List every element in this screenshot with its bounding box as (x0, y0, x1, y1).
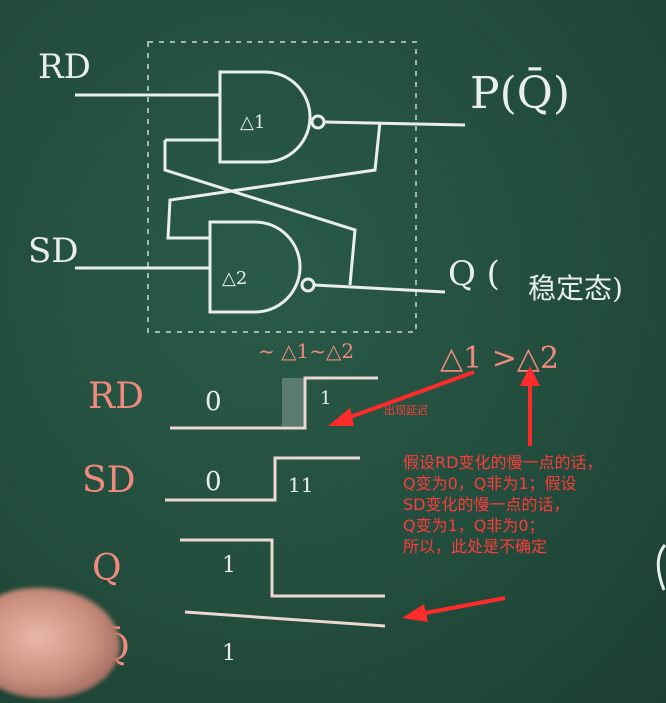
note-line: Q变为1，Q非为0； (403, 516, 545, 535)
timing-sd-before: 0 (205, 467, 222, 497)
nand-gate-1 (218, 70, 312, 164)
timing-q-before: 1 (222, 553, 236, 578)
inverter-bubble-1 (310, 114, 326, 130)
dashed-boundary (147, 41, 417, 333)
explanation-note: 假设RD变化的慢一点的话， Q变为0，Q非为1；假设 SD变化的慢一点的话， Q… (403, 452, 665, 557)
timing-rd-after: 1 (320, 388, 331, 409)
delay-expression: △1 >△2 (440, 341, 559, 376)
teacher-hand (0, 588, 120, 698)
q-output-label: Q ( (448, 254, 500, 294)
delay-expression-left: ~ △1~△2 (258, 339, 354, 363)
note-line: Q变为0，Q非为1；假设 (403, 474, 577, 493)
delay-annotation: 出现延迟 (384, 404, 428, 417)
nand-gate-2 (208, 220, 302, 314)
timing-qbar-before: 1 (222, 641, 236, 666)
note-line: 假设RD变化的慢一点的话， (403, 453, 603, 472)
timing-rd-before: 0 (205, 387, 222, 417)
note-line: SD变化的慢一点的话， (403, 495, 570, 514)
timing-waveforms (165, 376, 386, 628)
gate-1-delay-label: △1 (240, 112, 265, 133)
timing-sd-after: 11 (288, 473, 313, 497)
p-output-label: P(Q̄) (470, 66, 570, 119)
delay-shading (282, 378, 304, 426)
gate-2-delay-label: △2 (222, 268, 247, 289)
edge-bracket (656, 544, 666, 591)
wires (75, 93, 466, 294)
timing-q-label: Q (92, 548, 122, 589)
timing-rd-label: RD (88, 376, 144, 417)
timing-sd-label: SD (82, 460, 136, 501)
note-line: 所以，此处是不确定 (403, 537, 548, 556)
annotation-arrows (328, 366, 540, 622)
q-output-note: 稳定态) (528, 272, 623, 305)
rd-input-label: RD (38, 47, 91, 87)
inverter-bubble-2 (300, 277, 316, 293)
sd-input-label: SD (28, 231, 79, 271)
